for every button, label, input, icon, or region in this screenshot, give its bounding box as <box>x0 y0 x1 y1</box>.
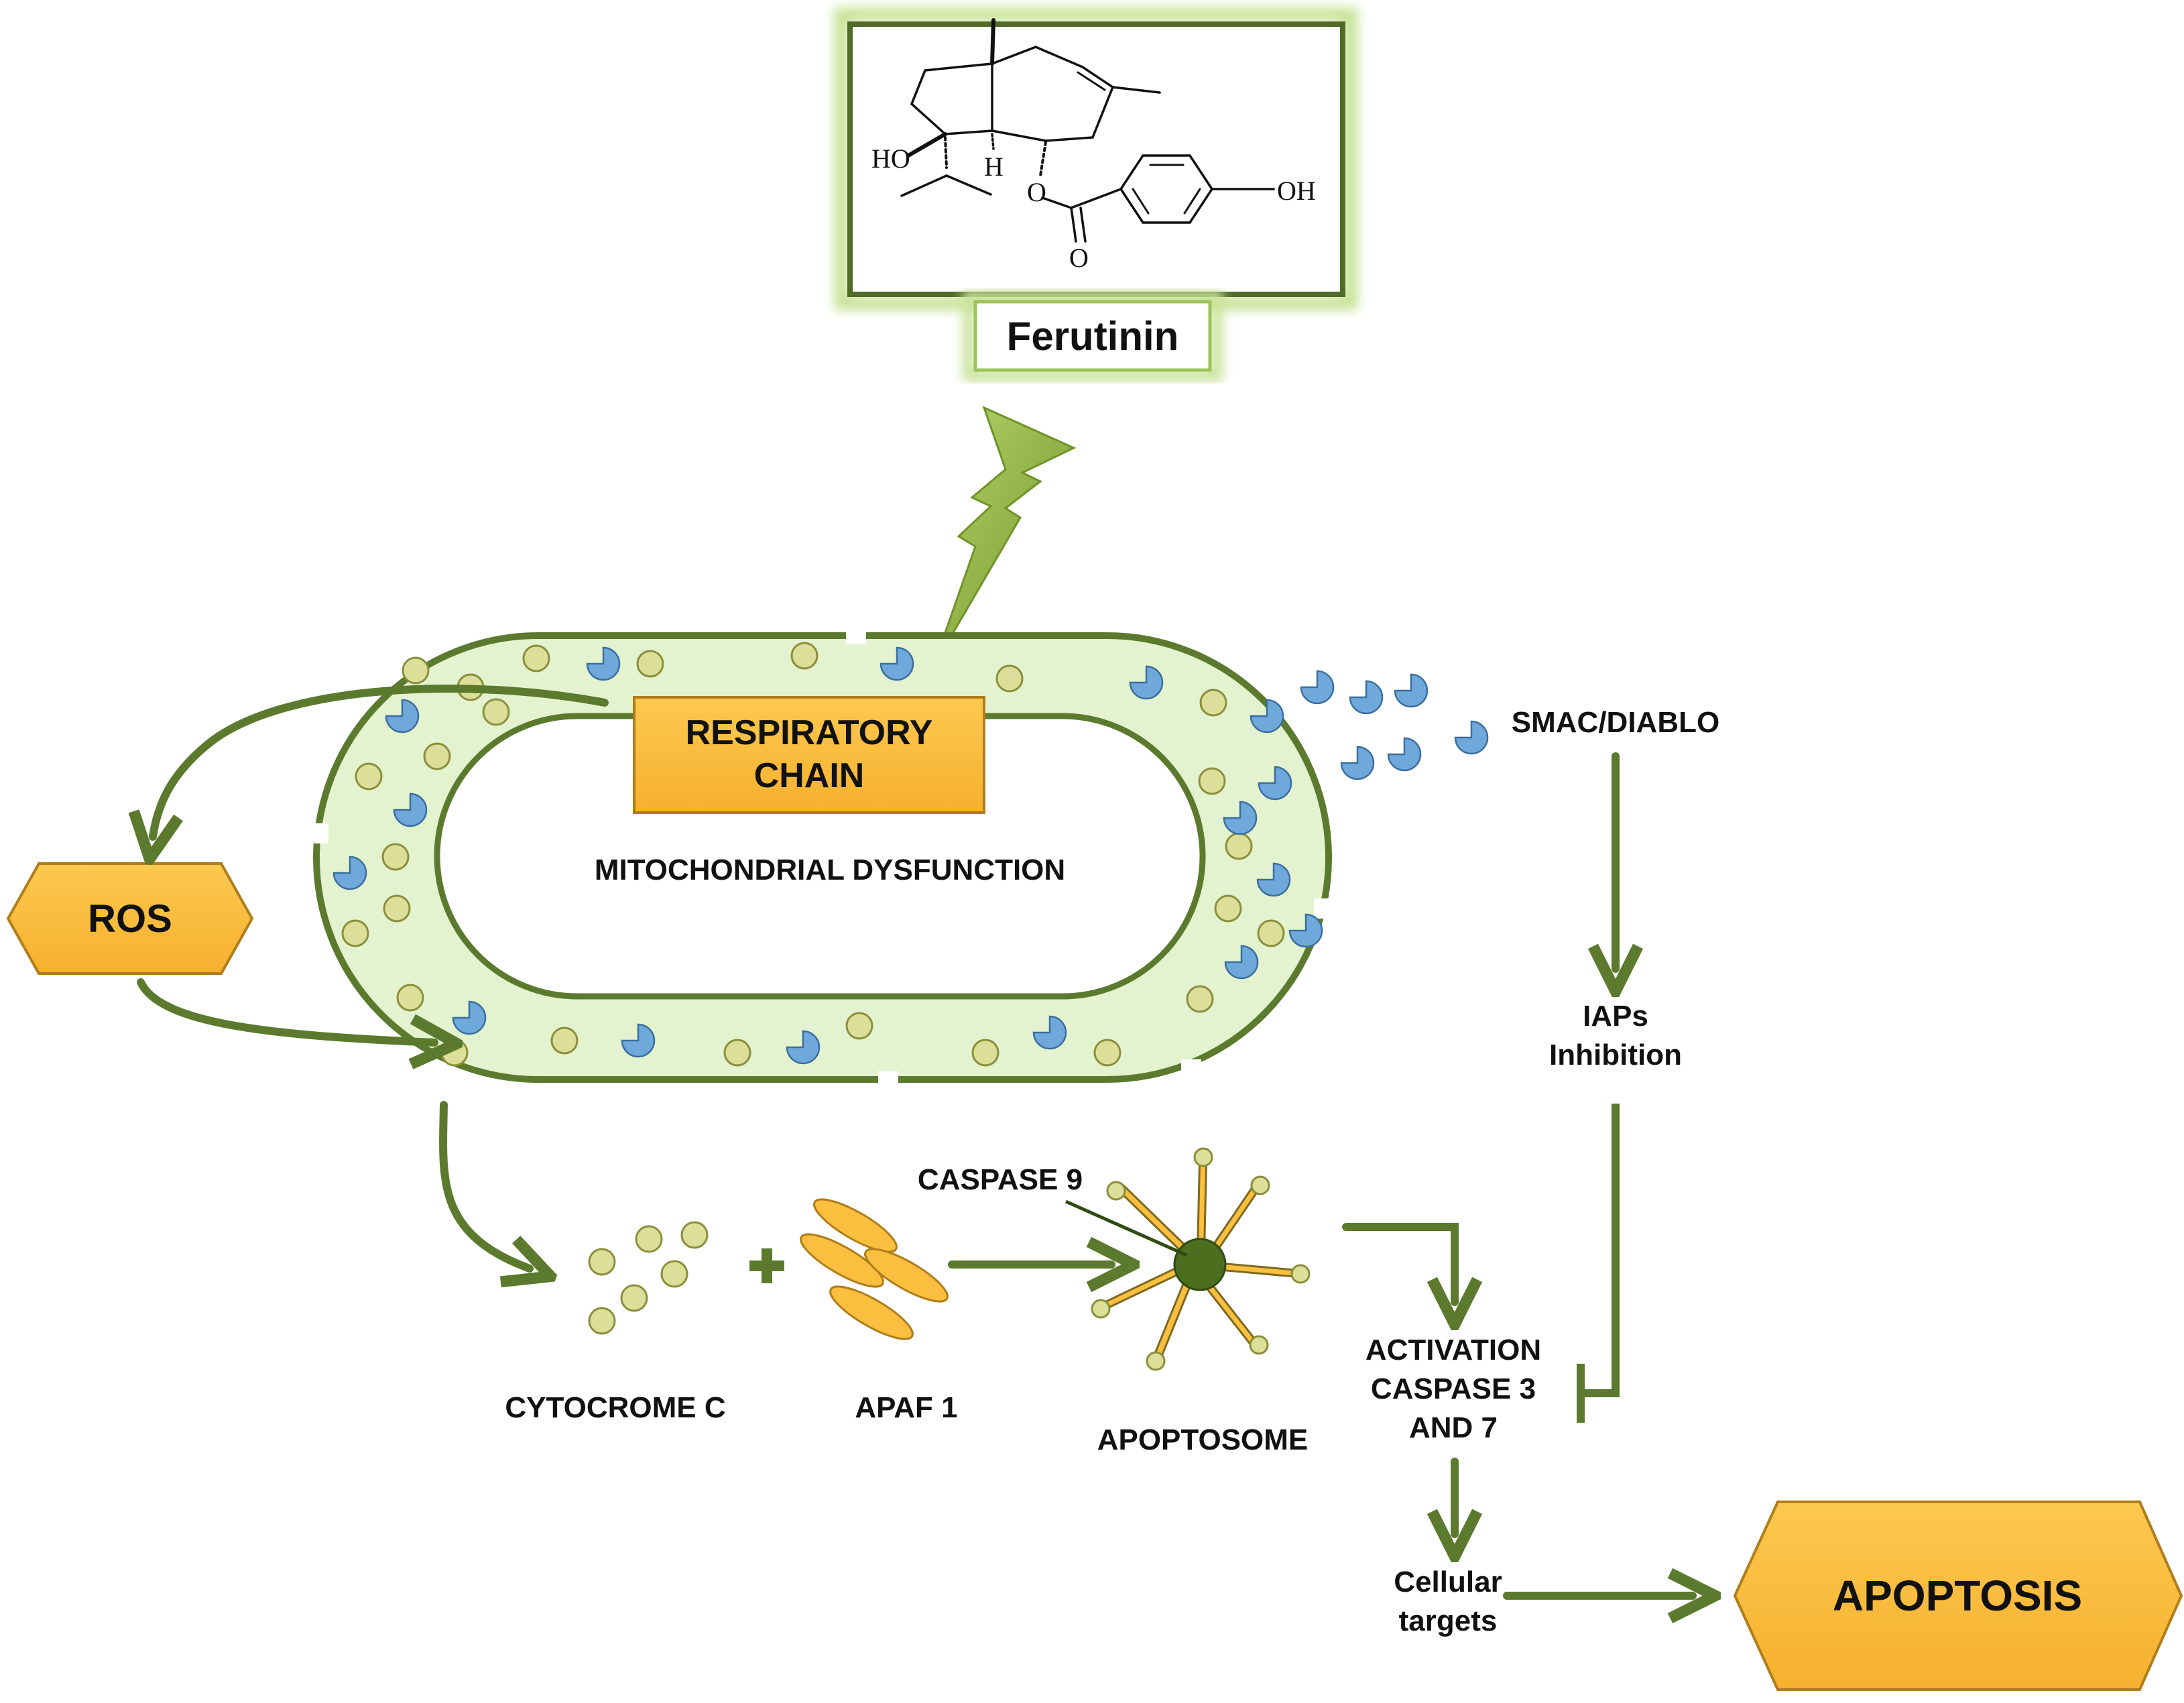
cyt-c-dot <box>423 742 451 770</box>
cytochrome-c-label: CYTOCROME C <box>505 1391 725 1424</box>
cyt-c-dot <box>550 1026 579 1055</box>
smac-shape <box>393 792 428 827</box>
smac-shape <box>1340 746 1375 780</box>
smac-diablo-shapes <box>332 646 1489 1065</box>
cyt-c-dot <box>440 1039 469 1067</box>
caspase9-label: CASPASE 9 <box>918 1163 1083 1196</box>
smac-shape <box>1387 737 1422 772</box>
smac-shape <box>1394 673 1429 708</box>
cyt-c-dot <box>402 656 430 685</box>
smac-shape <box>1288 913 1323 948</box>
cyt-c-dot <box>381 843 410 871</box>
ros-label: ROS <box>88 897 172 941</box>
apoptosome-icon <box>1065 1147 1311 1371</box>
cytochrome-c-dots <box>341 642 1285 1067</box>
ros-hexagon: ROS <box>6 862 254 975</box>
smac-shape <box>332 856 367 890</box>
ferutinin-title: Ferutinin <box>1007 314 1179 359</box>
cellular-targets-label-line2: targets <box>1399 1604 1498 1637</box>
cyt-c-dot <box>522 644 550 672</box>
arrow-apoptosome-to-activation <box>1342 1223 1455 1302</box>
mitochondrion: MITOCHONDRIAL DYSFUNCTION <box>313 629 1334 1086</box>
iaps-label-line1: IAPs <box>1583 1000 1648 1033</box>
cyt-c-dot <box>396 984 424 1012</box>
cyt-c-dot <box>723 1039 751 1067</box>
smac-diablo-label: SMAC/DIABLO <box>1512 706 1719 739</box>
smac-shape <box>1032 1015 1067 1050</box>
atom-o-ester: O <box>1027 177 1046 207</box>
smac-shape <box>1258 766 1292 801</box>
apaf1-label: APAF 1 <box>855 1391 957 1424</box>
plus-icon <box>749 1248 784 1283</box>
ferutinin-label-box: Ferutinin <box>963 290 1223 381</box>
cyt-c-dot <box>1214 894 1242 923</box>
pathway-arrows <box>137 685 1693 1596</box>
activation-label-line1: ACTIVATION <box>1366 1334 1541 1366</box>
smac-shape <box>1224 945 1259 980</box>
smac-shape <box>385 699 420 733</box>
cyt-c-dot <box>995 664 1024 693</box>
arrow-respiratory-to-ros <box>153 685 609 837</box>
apoptosis-label: APOPTOSIS <box>1833 1572 2082 1620</box>
cyt-c-dot <box>1225 832 1253 860</box>
arrow-ros-to-mitochondrion <box>137 978 434 1043</box>
smac-shape <box>879 646 914 681</box>
smac-shape <box>786 1030 821 1065</box>
activation-label-line2: CASPASE 3 <box>1371 1372 1536 1405</box>
arrow-mito-to-cytochrome <box>439 1101 530 1269</box>
atom-ho: HO <box>871 143 910 174</box>
membrane-pores <box>314 629 1334 1086</box>
cyt-c-dot <box>1198 767 1226 795</box>
ferutinin-structure-box: HO H O O OH <box>834 7 1358 310</box>
cyt-c-dot <box>971 1039 999 1067</box>
smac-shape <box>1256 862 1291 897</box>
smac-shape <box>586 646 621 681</box>
cyt-c-dot <box>1199 689 1227 717</box>
cyt-c-dot <box>1186 985 1214 1013</box>
apoptosis-hexagon: APOPTOSIS <box>1733 1501 2183 1691</box>
caspase9-pointer <box>1065 1199 1188 1257</box>
cyt-c-dot <box>1257 919 1285 947</box>
ferutinin-molecule-drawing <box>900 18 1275 243</box>
cytochrome-c-cluster <box>588 1221 709 1335</box>
apoptosome-label: APOPTOSOME <box>1097 1423 1309 1456</box>
smac-shape <box>1300 670 1335 705</box>
smac-shape <box>621 1023 656 1058</box>
smac-shape <box>1349 680 1384 715</box>
inhibition-line <box>1577 1104 1620 1423</box>
atom-o-carbonyl: O <box>1069 243 1089 273</box>
mitochondrial-dysfunction-label: MITOCHONDRIAL DYSFUNCTION <box>595 854 1065 886</box>
activation-label-line3: AND 7 <box>1409 1411 1498 1444</box>
respiratory-chain-label-line1: RESPIRATORY <box>686 713 933 752</box>
smac-shape <box>1250 699 1284 733</box>
cyt-c-dot <box>341 919 369 947</box>
cyt-c-dot <box>1093 1039 1121 1067</box>
cyt-c-dot <box>845 1012 873 1040</box>
cyt-c-dot <box>636 650 664 678</box>
atom-h: H <box>984 152 1004 182</box>
respiratory-chain-label-line2: CHAIN <box>754 756 865 795</box>
cyt-c-dot <box>355 762 383 790</box>
smac-shape <box>1129 665 1164 700</box>
lightning-bolt-icon <box>932 406 1077 668</box>
respiratory-chain-box: RESPIRATORY CHAIN <box>633 696 985 814</box>
cyt-c-dot <box>790 642 818 670</box>
iaps-label-line2: Inhibition <box>1549 1039 1682 1071</box>
apaf1-shapes <box>800 1198 949 1340</box>
smac-shape <box>1223 801 1258 835</box>
cellular-targets-label-line1: Cellular <box>1394 1566 1502 1598</box>
smac-shape <box>1454 720 1489 755</box>
atom-oh: OH <box>1277 176 1316 206</box>
cyt-c-dot <box>482 698 510 726</box>
cyt-c-dot <box>383 894 411 923</box>
